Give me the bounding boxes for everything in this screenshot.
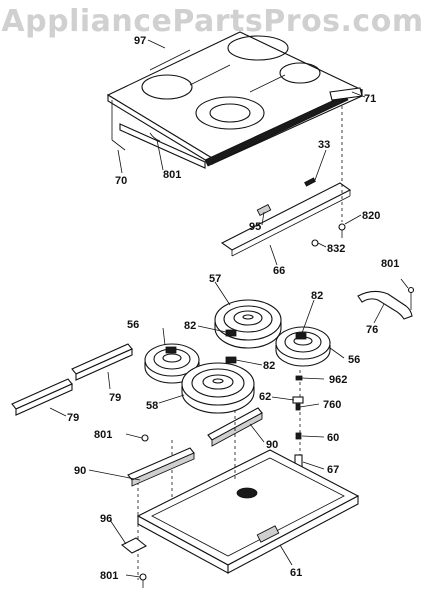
trim-strips: [111, 87, 363, 169]
callout-801-mid: 801: [94, 429, 112, 441]
bracket-76: [357, 286, 415, 320]
callout-801-top: 801: [163, 169, 181, 181]
callout-58: 58: [146, 400, 158, 412]
callout-labels: 97 71 70 801 33 95 820 832 66 801 57 82 …: [67, 35, 399, 582]
callout-820: 820: [362, 210, 380, 222]
callout-33: 33: [318, 139, 330, 151]
callout-70: 70: [115, 175, 127, 187]
small-bracket-96: [120, 537, 148, 588]
callout-60: 60: [327, 432, 339, 444]
callout-76: 76: [366, 324, 378, 336]
callout-90-right: 90: [266, 439, 278, 451]
callout-82-top: 82: [311, 290, 323, 302]
callout-760: 760: [323, 399, 341, 411]
callout-82-mid: 82: [184, 320, 196, 332]
callout-95: 95: [249, 221, 261, 233]
angle-strip-90-left: [127, 434, 195, 487]
callout-801-right: 801: [381, 258, 399, 270]
leader-lines: [49, 39, 409, 578]
callout-97: 97: [134, 35, 146, 47]
callout-56-left: 56: [127, 319, 139, 331]
side-brackets: [11, 343, 133, 416]
callout-71: 71: [364, 93, 376, 105]
support-bracket: [220, 100, 352, 257]
callout-832: 832: [327, 243, 345, 255]
callout-61: 61: [290, 567, 302, 579]
callout-67: 67: [327, 464, 339, 476]
callout-96: 96: [100, 513, 112, 525]
callout-82-right: 82: [263, 360, 275, 372]
callout-56-right: 56: [348, 354, 360, 366]
callout-79-lower: 79: [67, 412, 79, 424]
bottom-pan: [136, 410, 360, 580]
callout-962: 962: [329, 374, 347, 386]
callout-801-bottom: 801: [100, 570, 118, 582]
callout-79-upper: 79: [109, 392, 121, 404]
callout-57: 57: [209, 273, 221, 285]
callout-62: 62: [259, 391, 271, 403]
callout-90-left: 90: [74, 465, 86, 477]
callout-66: 66: [273, 265, 285, 277]
surface-elements: [144, 299, 331, 414]
watermark-logo: AppliancePartsPros.com: [1, 4, 424, 39]
